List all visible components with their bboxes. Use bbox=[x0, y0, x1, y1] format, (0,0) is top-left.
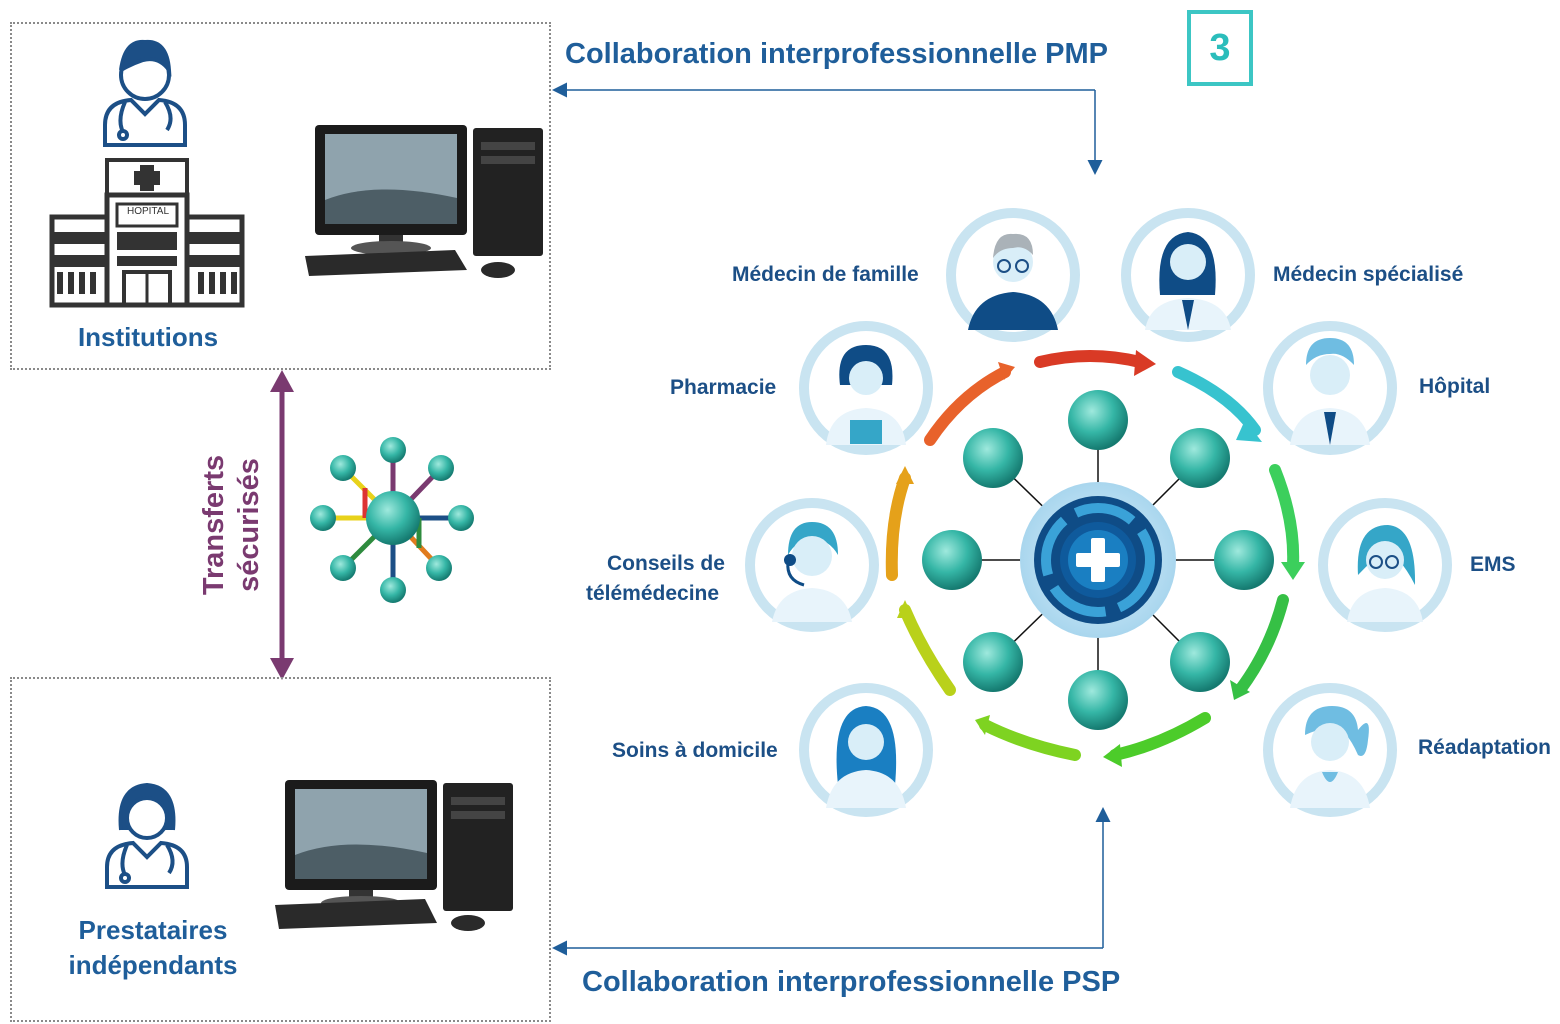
institutions-box bbox=[10, 22, 551, 370]
network-icon bbox=[310, 437, 474, 603]
cycle-arrowheads bbox=[896, 350, 1305, 767]
independents-box bbox=[10, 677, 551, 1022]
psp-title: Collaboration interprofessionnelle PSP bbox=[582, 966, 1121, 998]
transfer-arrow bbox=[270, 370, 294, 680]
role-family-doctor: Médecin de famille bbox=[732, 263, 919, 286]
care-circle bbox=[922, 390, 1274, 730]
transfer-label-line1: Transferts bbox=[198, 454, 230, 596]
step-badge: 3 bbox=[1187, 10, 1253, 86]
avatar-ring-rehab bbox=[1263, 683, 1397, 817]
avatar-ring-home-care bbox=[799, 683, 933, 817]
avatar-ring-specialist bbox=[1121, 208, 1255, 342]
pmp-title: Collaboration interprofessionnelle PMP bbox=[565, 38, 1109, 70]
psp-connector bbox=[552, 807, 1111, 956]
doctor-icon bbox=[103, 39, 187, 147]
avatar-ring-ems bbox=[1318, 498, 1452, 632]
computer-icon-top bbox=[305, 125, 543, 278]
avatar-ring-telemedicine bbox=[745, 498, 879, 632]
role-telemedicine-line2: télémédecine bbox=[586, 582, 720, 605]
computer-icon-bottom bbox=[275, 780, 513, 931]
transfer-label: Transferts sécurisés bbox=[197, 455, 267, 595]
institutions-label: Institutions bbox=[77, 322, 219, 352]
role-pharmacy: Pharmacie bbox=[670, 376, 777, 399]
pmp-connector bbox=[552, 82, 1103, 175]
transfer-label-line2: sécurisés bbox=[233, 458, 265, 592]
hospital-icon bbox=[49, 158, 245, 308]
role-hospital: Hôpital bbox=[1419, 375, 1491, 398]
avatar-ring-hospital bbox=[1263, 321, 1397, 455]
hospital-sign: HOPITAL bbox=[126, 206, 170, 217]
role-home-care: Soins à domicile bbox=[612, 739, 778, 762]
avatar-ring-family-doctor bbox=[946, 208, 1080, 342]
independent-label-line1: Prestataires bbox=[78, 915, 228, 945]
role-telemedicine-line1: Conseils de bbox=[607, 552, 725, 575]
female-doctor-icon bbox=[105, 782, 189, 889]
cycle-arrows bbox=[885, 350, 1300, 761]
role-specialist: Médecin spécialisé bbox=[1273, 263, 1464, 286]
role-ems: EMS bbox=[1470, 553, 1516, 576]
role-rehab: Réadaptation bbox=[1418, 736, 1552, 759]
avatar-ring-pharmacy bbox=[799, 321, 933, 455]
independent-label-line2: indépendants bbox=[68, 950, 238, 980]
